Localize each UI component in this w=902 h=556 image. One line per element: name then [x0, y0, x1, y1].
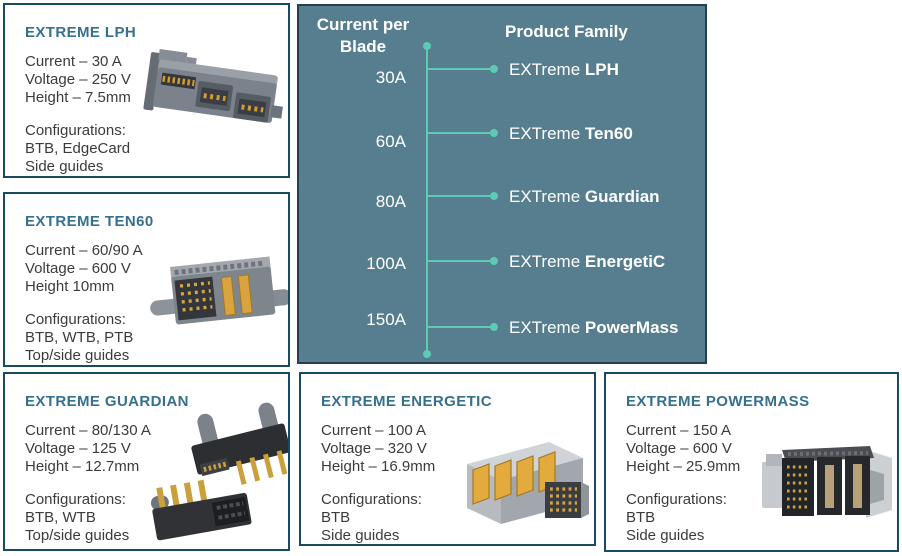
family-prefix: EXTreme [509, 187, 581, 206]
ten60-connector-icon [150, 256, 288, 325]
family-label: EXTreme LPH [509, 60, 619, 80]
energetic-connector-image [453, 422, 589, 534]
panel-left-header: Current per Blade [316, 15, 410, 56]
config-line: BTB [626, 509, 656, 526]
config-line: BTB, EdgeCard [25, 140, 131, 157]
energetic-connector-icon [467, 442, 589, 524]
lph-connector-icon [143, 49, 283, 123]
branch-dot [490, 192, 498, 200]
card-title: EXTREME ENERGETIC [321, 393, 492, 410]
config-label: Configurations: [25, 122, 126, 139]
card-extreme-powermass: EXTREME POWERMASS Current – 150 A Voltag… [604, 372, 899, 552]
family-label: EXTreme Guardian [509, 187, 660, 207]
config-line: BTB, WTB [25, 509, 96, 526]
family-name: LPH [584, 60, 619, 79]
branch-dot [490, 257, 498, 265]
spec-voltage: Voltage – 320 V [321, 440, 427, 457]
config-line: Top/side guides [25, 347, 130, 364]
config-line: BTB, WTB, PTB [25, 329, 134, 346]
lph-connector-image [138, 45, 288, 143]
card-specs: Current – 80/130 A Voltage – 125 V Heigh… [25, 422, 151, 545]
tree-trunk-line [426, 45, 428, 354]
spec-voltage: Voltage – 250 V [25, 71, 131, 88]
spec-voltage: Voltage – 600 V [626, 440, 732, 457]
branch-dot [490, 129, 498, 137]
branch-line [427, 195, 493, 197]
family-name: EnergetiC [584, 252, 666, 271]
family-name: PowerMass [584, 318, 679, 337]
config-label: Configurations: [25, 311, 126, 328]
family-prefix: EXTreme [509, 318, 581, 337]
config-label: Configurations: [626, 491, 727, 508]
family-prefix: EXTreme [509, 60, 581, 79]
config-line: Side guides [321, 527, 400, 544]
branch-line [427, 326, 493, 328]
config-label: Configurations: [25, 491, 126, 508]
card-title: EXTREME GUARDIAN [25, 393, 189, 410]
ten60-connector-image [147, 238, 288, 348]
card-specs: Current – 60/90 A Voltage – 600 V Height… [25, 242, 143, 365]
card-extreme-guardian: EXTREME GUARDIAN Current – 80/130 A Volt… [3, 372, 290, 551]
config-label: Configurations: [321, 491, 422, 508]
spec-height: Height – 16.9mm [321, 458, 436, 475]
card-specs: Current – 30 A Voltage – 250 V Height – … [25, 53, 131, 176]
family-rows: 30A EXTreme LPH 60A EXTreme Ten60 80A EX… [299, 6, 705, 362]
spec-voltage: Voltage – 600 V [25, 260, 131, 277]
panel-right-header: Product Family [505, 22, 628, 41]
family-name: Ten60 [584, 124, 633, 143]
current-label: 30A [375, 68, 406, 87]
family-label: EXTreme Ten60 [509, 124, 633, 144]
card-title: EXTREME TEN60 [25, 213, 154, 230]
config-line: BTB [321, 509, 351, 526]
powermass-connector-icon [762, 446, 892, 518]
card-title: EXTREME POWERMASS [626, 393, 810, 410]
family-prefix: EXTreme [509, 124, 581, 143]
spec-current: Current – 150 A [626, 422, 732, 439]
family-name: Guardian [584, 187, 660, 206]
card-specs: Current – 150 A Voltage – 600 V Height –… [626, 422, 740, 545]
current-family-panel: Current per Blade Product Family 30A EXT… [297, 4, 707, 364]
branch-line [427, 260, 493, 262]
spec-voltage: Voltage – 125 V [25, 440, 131, 457]
guardian-connector-icon [150, 402, 288, 541]
card-title: EXTREME LPH [25, 24, 137, 41]
guardian-connector-image [145, 396, 288, 548]
spec-current: Current – 30 A [25, 53, 122, 70]
spec-current: Current – 100 A [321, 422, 427, 439]
tree-bottom-dot [423, 350, 431, 358]
card-specs: Current – 100 A Voltage – 320 V Height –… [321, 422, 436, 544]
spec-height: Height 10mm [25, 278, 115, 295]
card-extreme-ten60: EXTREME TEN60 Current – 60/90 A Voltage … [3, 192, 290, 367]
spec-height: Height – 25.9mm [626, 458, 741, 475]
family-label: EXTreme PowerMass [509, 318, 678, 338]
spec-height: Height – 7.5mm [25, 89, 131, 106]
tree-top-dot [423, 42, 431, 50]
current-label: 60A [375, 132, 406, 151]
branch-dot [490, 323, 498, 331]
branch-dot [490, 65, 498, 73]
card-extreme-energetic: EXTREME ENERGETIC Current – 100 A Voltag… [299, 372, 596, 546]
spec-current: Current – 60/90 A [25, 242, 143, 259]
current-label: 100A [366, 254, 406, 273]
spec-current: Current – 80/130 A [25, 422, 151, 439]
family-label: EXTreme EnergetiC [509, 252, 665, 272]
current-label: 150A [366, 310, 406, 329]
current-label: 80A [375, 192, 406, 211]
spec-height: Height – 12.7mm [25, 458, 140, 475]
branch-line [427, 68, 493, 70]
config-line: Top/side guides [25, 527, 130, 544]
config-line: Side guides [626, 527, 705, 544]
family-prefix: EXTreme [509, 252, 581, 271]
branch-line [427, 132, 493, 134]
powermass-connector-image [758, 426, 894, 532]
card-extreme-lph: EXTREME LPH Current – 30 A Voltage – 250… [3, 3, 290, 178]
config-line: Side guides [25, 158, 104, 175]
